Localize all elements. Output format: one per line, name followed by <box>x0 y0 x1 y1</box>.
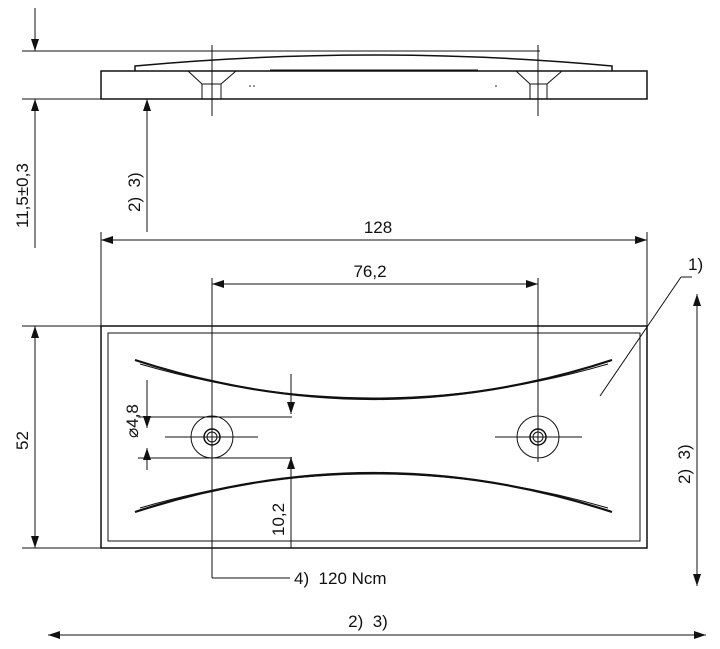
bottom-note-dimension: 2) 3) <box>48 612 706 639</box>
bottom-note-label: 2) 3) <box>348 612 388 631</box>
hole-diameter-dimension: ⌀4,8 <box>123 380 292 470</box>
plan-view <box>100 325 648 549</box>
lower-groove <box>134 471 613 514</box>
side-view-dome <box>134 54 613 71</box>
upper-groove <box>134 358 613 401</box>
side-view-countersink-right <box>515 70 563 99</box>
plan-view-outer <box>100 325 648 549</box>
side-note-dimension: 2) 3) <box>125 99 151 232</box>
height-dimension-label: 11,5±0,3 <box>13 163 32 228</box>
height-dimension: 11,5±0,3 <box>13 8 540 248</box>
part-reference: 1) <box>599 255 703 397</box>
slot-dimension: 10,2 <box>269 374 295 548</box>
side-view-base <box>100 70 648 100</box>
mounting-hole-right <box>495 412 582 462</box>
side-view <box>100 45 648 116</box>
torque-callout: 4) 120 Ncm <box>212 569 387 588</box>
plan-view-inner <box>107 332 641 542</box>
width-dimension: 52 <box>13 325 101 549</box>
length-dimension-label: 128 <box>364 218 392 237</box>
torque-callout-label: 4) 120 Ncm <box>294 569 387 588</box>
hole-diameter-label: ⌀4,8 <box>123 404 142 438</box>
mounting-hole-left <box>165 415 258 459</box>
right-note-dimension: 2) 3) <box>675 294 701 586</box>
slot-dimension-label: 10,2 <box>269 503 288 536</box>
width-dimension-label: 52 <box>13 431 32 450</box>
right-note-label: 2) 3) <box>675 444 694 484</box>
length-dimension: 128 <box>100 218 648 326</box>
hole-spacing-label: 76,2 <box>353 262 386 281</box>
side-note-label: 2) 3) <box>125 172 144 212</box>
part-reference-label: 1) <box>688 255 703 274</box>
hole-spacing-dimension: 76,2 <box>211 262 539 578</box>
